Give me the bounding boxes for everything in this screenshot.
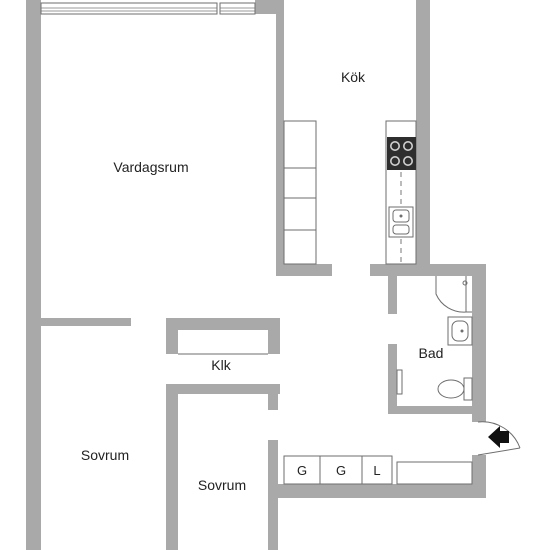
window-top-middle bbox=[219, 2, 256, 15]
storage-label-g2: G bbox=[336, 463, 346, 478]
storage-counter bbox=[396, 461, 473, 485]
closet-interior bbox=[178, 330, 268, 354]
wall-kitchen-right bbox=[416, 0, 430, 270]
room-label-kitchen: Kök bbox=[341, 69, 366, 85]
storage-label-g1: G bbox=[297, 463, 307, 478]
kitchen-fixtures bbox=[283, 120, 417, 265]
wall-left-exterior bbox=[26, 0, 41, 550]
wall-closet-right bbox=[268, 318, 280, 354]
walls bbox=[26, 0, 486, 550]
wall-bedroom2-right-stub bbox=[268, 384, 278, 410]
storage-label-l: L bbox=[373, 463, 380, 478]
storage-l bbox=[361, 455, 393, 485]
hall-storage: G G L bbox=[283, 455, 473, 485]
shower-icon bbox=[435, 276, 472, 313]
sink-icon bbox=[388, 206, 414, 238]
wall-kitchen-bottom bbox=[370, 264, 417, 276]
wall-bath-left-upper bbox=[388, 276, 397, 314]
wall-bedroom2-left bbox=[166, 384, 178, 550]
washbasin-icon bbox=[447, 316, 473, 346]
room-label-bedroom-right: Sovrum bbox=[198, 477, 246, 493]
arrow-left-icon bbox=[488, 426, 509, 448]
stove-icon bbox=[387, 137, 416, 170]
wall-bedroom2-top bbox=[166, 384, 280, 394]
wall-bath-right bbox=[472, 264, 486, 422]
toilet-icon bbox=[437, 377, 473, 401]
kitchen-cabinets-left bbox=[283, 120, 317, 265]
bathroom-fixtures bbox=[396, 276, 473, 401]
window-top-left bbox=[40, 2, 218, 15]
wall-living-kitchen-bottom bbox=[276, 264, 332, 276]
room-label-bedroom-left: Sovrum bbox=[81, 447, 129, 463]
windows bbox=[40, 2, 256, 15]
wall-hall-left bbox=[268, 440, 278, 550]
wall-living-kitchen bbox=[276, 0, 284, 276]
wall-hall-left-top bbox=[268, 440, 278, 450]
wall-closet-top bbox=[166, 318, 280, 330]
room-label-closet: Klk bbox=[211, 357, 231, 373]
wall-bath-left-lower bbox=[388, 344, 397, 414]
room-label-living-room: Vardagsrum bbox=[113, 159, 188, 175]
bath-radiator bbox=[396, 369, 403, 395]
wall-living-bedroom bbox=[41, 318, 131, 326]
entrance bbox=[477, 421, 521, 456]
wall-top-right bbox=[255, 0, 277, 14]
wall-hall-bottom bbox=[276, 484, 486, 498]
room-labels: Kök Vardagsrum Klk Bad Sovrum Sovrum bbox=[81, 69, 444, 493]
room-label-bathroom: Bad bbox=[419, 345, 444, 361]
wall-bath-top bbox=[416, 264, 486, 276]
wall-bath-bottom bbox=[388, 406, 472, 414]
storage-g2 bbox=[319, 455, 363, 485]
